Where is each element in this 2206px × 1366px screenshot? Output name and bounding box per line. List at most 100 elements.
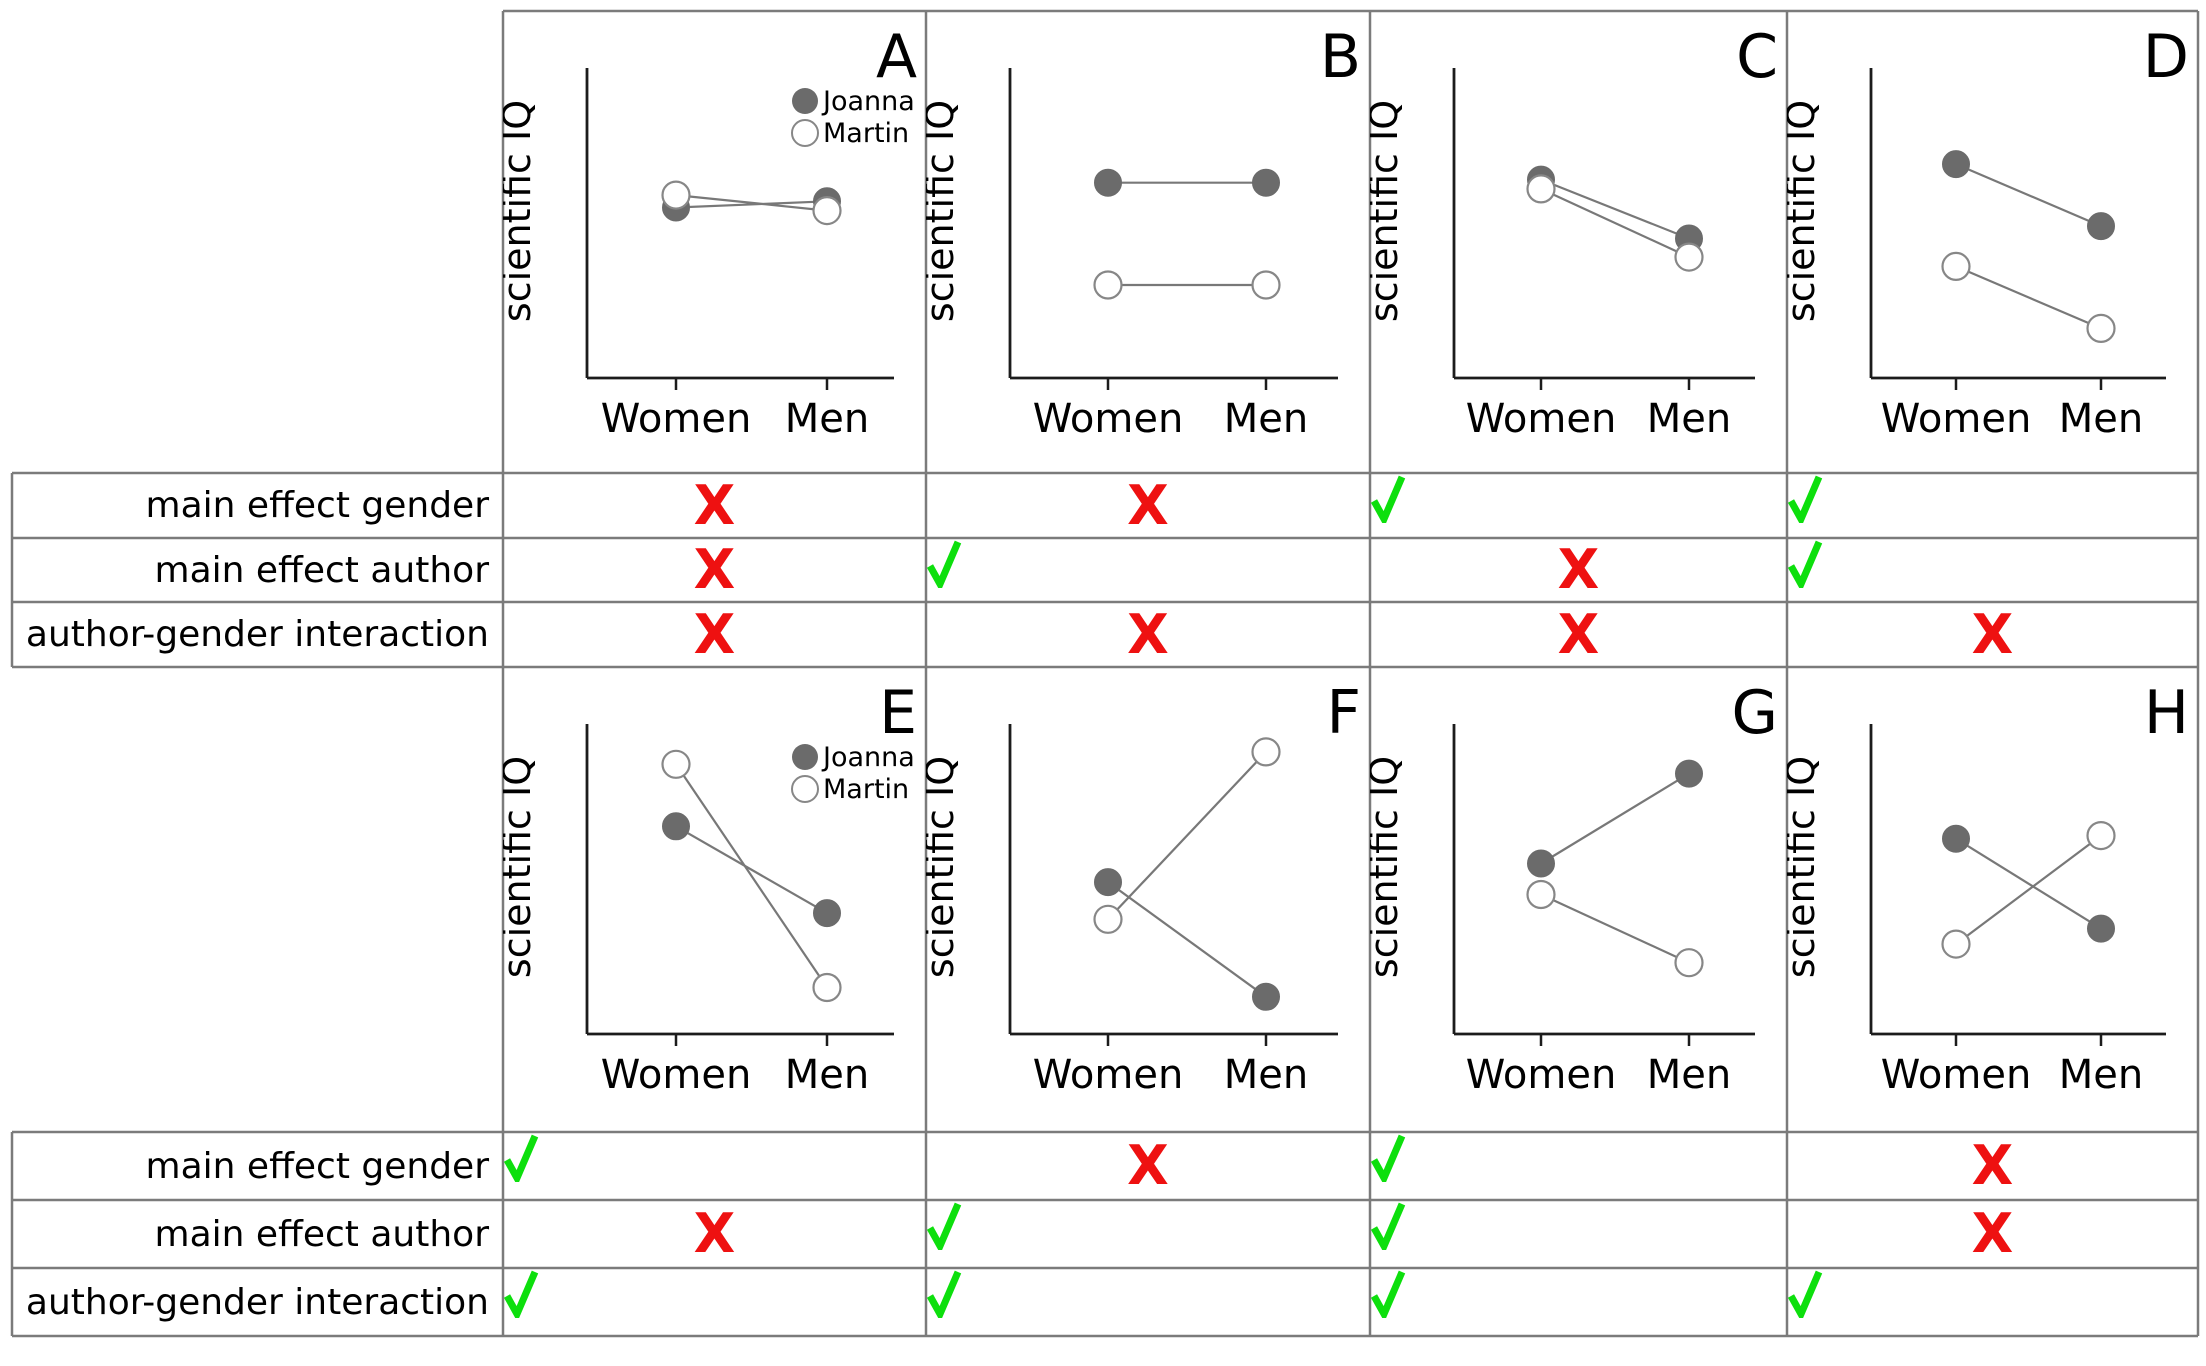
effect-mark-cell-panel-f	[926, 1200, 1370, 1268]
cross-icon: X	[693, 538, 736, 601]
cross-icon: X	[693, 473, 736, 537]
x-label-women: Women	[1033, 1052, 1184, 1098]
effect-mark-cell-panel-e	[503, 1268, 926, 1336]
martin-point-women	[1093, 270, 1123, 300]
effect-row-label: author-gender interaction	[25, 614, 489, 655]
check-icon	[926, 540, 962, 588]
martin-point-women	[1941, 251, 1971, 281]
legend-martin-label: Martin	[823, 774, 909, 805]
martin-point-men	[812, 196, 842, 226]
check-icon	[1370, 1134, 1406, 1182]
joanna-series-line	[1955, 163, 2102, 228]
joanna-series-line	[1107, 881, 1267, 998]
martin-point-men	[1674, 948, 1704, 978]
y-axis-label: scientific IQ	[1370, 756, 1406, 978]
joanna-point-women	[1094, 868, 1122, 897]
legend-joanna-filled-dot-icon	[792, 744, 818, 770]
joanna-series-line	[675, 825, 828, 915]
cross-icon: X	[1971, 1134, 2014, 1197]
martin-series-line	[1540, 893, 1690, 964]
panel-letter: C	[1736, 22, 1778, 92]
x-label-women: Women	[1466, 396, 1617, 442]
cross-icon: X	[1971, 602, 2014, 666]
x-label-women: Women	[601, 1052, 752, 1098]
effect-row-label: main effect gender	[145, 1145, 489, 1187]
martin-point-men	[2086, 821, 2116, 851]
effect-row-label: main effect author	[154, 549, 489, 591]
check-icon	[1787, 475, 1823, 523]
effect-mark-cell-panel-a: X	[503, 538, 926, 602]
effect-mark-cell-panel-g	[1370, 1200, 1787, 1268]
joanna-point-men	[2087, 914, 2115, 943]
legend-joanna-label: Joanna	[821, 742, 915, 773]
check-icon	[1370, 475, 1406, 523]
panel-letter: A	[876, 22, 917, 92]
effect-mark-cell-panel-c: X	[1370, 602, 1787, 667]
effect-mark-cell-panel-g	[1370, 1268, 1787, 1336]
cross-icon: X	[1971, 1202, 2014, 1265]
cross-icon: X	[1127, 1134, 1169, 1197]
effect-mark-cell-panel-c	[1370, 473, 1787, 538]
joanna-point-men	[2087, 212, 2115, 241]
effect-mark-cell-panel-b: X	[926, 473, 1370, 538]
y-axis-label: scientific IQ	[503, 100, 539, 322]
x-label-men: Men	[1647, 1052, 1731, 1098]
martin-series-line	[1107, 751, 1267, 921]
legend-martin-open-dot-icon	[791, 119, 819, 147]
x-label-men: Men	[785, 1052, 869, 1098]
y-axis-label: scientific IQ	[503, 756, 539, 978]
martin-point-men	[1251, 737, 1281, 767]
y-axis-label: scientific IQ	[926, 100, 962, 322]
joanna-point-women	[1942, 824, 1970, 853]
effect-mark-cell-panel-c: X	[1370, 538, 1787, 602]
x-label-men: Men	[2059, 1052, 2143, 1098]
x-label-women: Women	[1881, 396, 2032, 442]
effect-mark-cell-panel-a: X	[503, 602, 926, 667]
effect-mark-cell-panel-e: X	[503, 1200, 926, 1268]
x-label-men: Men	[1224, 396, 1308, 442]
martin-point-women	[1526, 879, 1556, 910]
x-label-women: Women	[1033, 396, 1184, 442]
joanna-series-line	[1540, 178, 1690, 240]
martin-point-men	[812, 972, 842, 1003]
legend-joanna-filled-dot-icon	[792, 88, 818, 114]
x-label-men: Men	[1224, 1052, 1308, 1098]
effect-mark-cell-panel-d: X	[1787, 602, 2198, 667]
martin-point-men	[1251, 270, 1281, 300]
effect-mark-cell-panel-b: X	[926, 602, 1370, 667]
joanna-point-men	[1252, 982, 1280, 1011]
martin-series-line	[1955, 265, 2102, 330]
effect-mark-cell-panel-f	[926, 1268, 1370, 1336]
effect-mark-cell-panel-d	[1787, 538, 2198, 602]
effect-mark-cell-panel-h: X	[1787, 1200, 2198, 1268]
effect-mark-cell-panel-f: X	[926, 1132, 1370, 1200]
effect-row-label: author-gender interaction	[25, 1281, 489, 1323]
panel-letter: G	[1732, 678, 1779, 748]
x-label-women: Women	[1881, 1052, 2032, 1098]
panel-letter: H	[2144, 678, 2189, 748]
martin-point-women	[1093, 904, 1123, 934]
effect-row-label: main effect gender	[145, 485, 489, 526]
panel-letter: B	[1320, 22, 1361, 92]
x-label-men: Men	[1647, 396, 1731, 442]
panel-letter: D	[2143, 22, 2189, 92]
x-label-men: Men	[785, 396, 869, 442]
effect-mark-cell-panel-g	[1370, 1132, 1787, 1200]
check-icon	[1370, 1202, 1406, 1250]
legend-martin-open-dot-icon	[791, 775, 819, 803]
